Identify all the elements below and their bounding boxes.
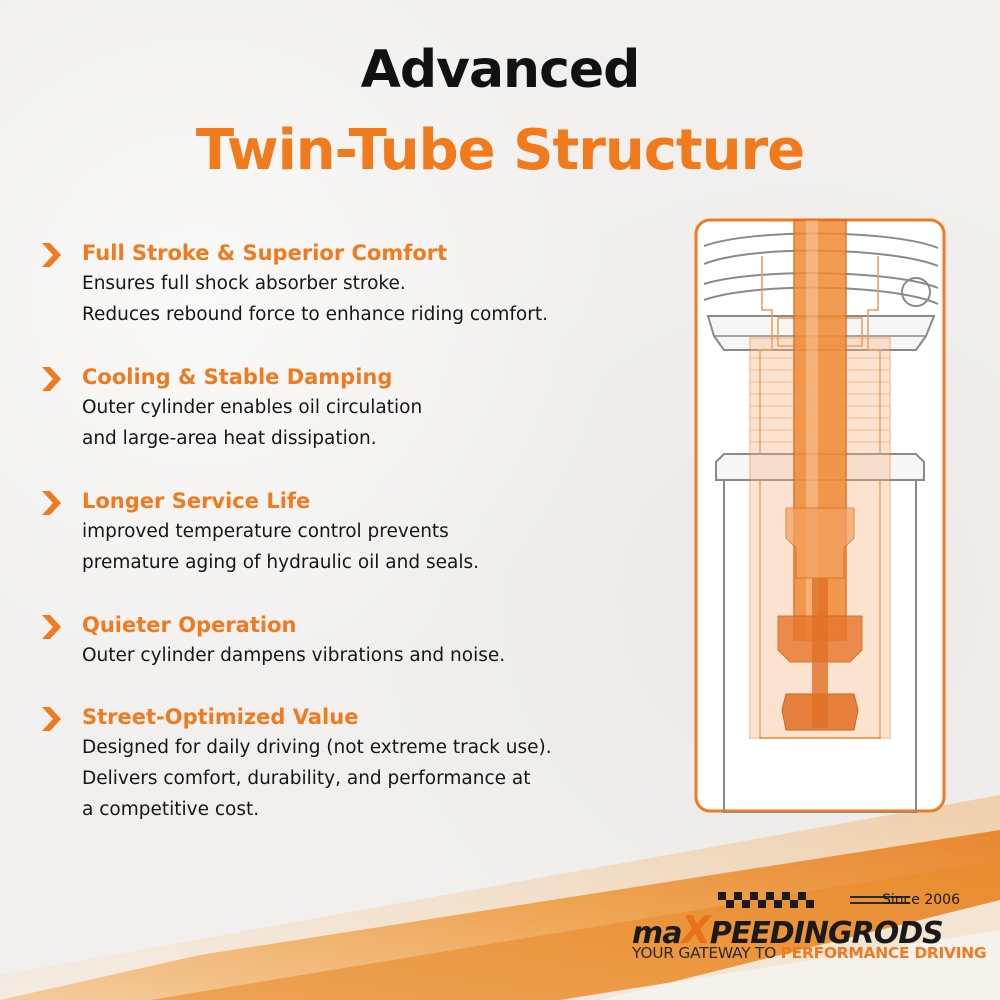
feature-description: Delivers comfort, durability, and perfor…: [82, 768, 531, 789]
checkered-flag-icon: [718, 892, 814, 908]
brand-logo: maXPEEDINGRODS: [632, 908, 944, 952]
feature-item-full-stroke: Full Stroke & Superior Comfort Ensures f…: [40, 238, 548, 330]
feature-title: Quieter Operation: [82, 613, 297, 637]
feature-description: Outer cylinder enables oil circulation: [82, 397, 423, 418]
since-label: Since 2006: [881, 892, 960, 908]
chevron-right-icon: [42, 491, 61, 515]
feature-item-service-life: Longer Service Life improved temperature…: [40, 486, 479, 578]
feature-description: improved temperature control prevents: [82, 521, 449, 542]
chevron-right-icon: [42, 707, 61, 731]
logo-part1: ma: [632, 916, 683, 951]
feature-description: Reduces rebound force to enhance riding …: [82, 304, 548, 325]
feature-title: Cooling & Stable Damping: [82, 365, 393, 389]
logo-x: X: [681, 908, 711, 952]
feature-item-cooling: Cooling & Stable Damping Outer cylinder …: [40, 362, 422, 454]
feature-title: Longer Service Life: [82, 489, 311, 513]
chevron-right-icon: [42, 367, 61, 391]
chevron-right-icon: [42, 243, 61, 267]
feature-description: Ensures full shock absorber stroke.: [82, 273, 406, 294]
brand-tagline: YOUR GATEWAY TO PERFORMANCE DRIVING: [632, 944, 987, 962]
feature-item-quieter: Quieter Operation Outer cylinder dampens…: [40, 610, 505, 671]
page-title-line1: Advanced: [360, 40, 641, 100]
feature-description: a competitive cost.: [82, 799, 260, 820]
logo-part2: PEEDINGRODS: [709, 916, 944, 951]
feature-title: Full Stroke & Superior Comfort: [82, 241, 448, 265]
feature-description: and large-area heat dissipation.: [82, 428, 377, 449]
tagline-bold: PERFORMANCE DRIVING: [780, 944, 987, 962]
feature-description: Designed for daily driving (not extreme …: [82, 737, 552, 758]
chevron-right-icon: [42, 615, 61, 639]
feature-description: premature aging of hydraulic oil and sea…: [82, 552, 480, 573]
feature-title: Street-Optimized Value: [82, 705, 359, 729]
feature-item-street-value: Street-Optimized Value Designed for dail…: [40, 702, 552, 825]
since-decoration: [850, 896, 910, 904]
shock-absorber-diagram: [694, 218, 946, 813]
tagline-normal: YOUR GATEWAY TO: [632, 944, 781, 962]
feature-description: Outer cylinder dampens vibrations and no…: [82, 645, 506, 666]
page-title-line2: Twin-Tube Structure: [195, 118, 805, 183]
